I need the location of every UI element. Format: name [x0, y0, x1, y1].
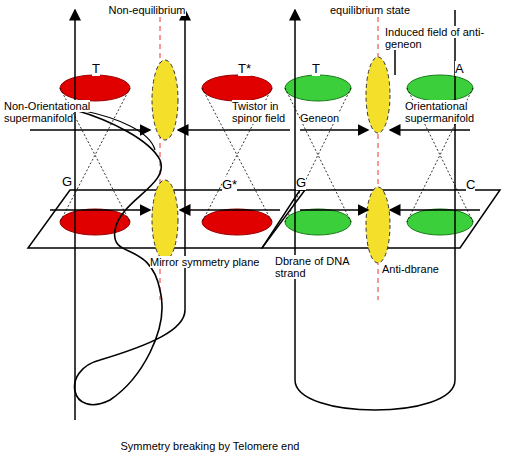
label-text: T — [312, 61, 320, 76]
diagram-label: Induced field of anti-geneon — [385, 26, 505, 50]
label-text: G — [296, 175, 306, 190]
diagram-label: G — [62, 175, 82, 189]
diagram-label: G — [296, 176, 316, 190]
diagram-label: Mirror symmetry plane — [150, 256, 290, 268]
label-text: C — [466, 177, 475, 192]
label-text: T — [92, 61, 100, 76]
label-text: G — [62, 174, 72, 189]
diagram-label: C — [466, 178, 486, 192]
diagram-label: T — [92, 62, 112, 76]
label-text: G* — [222, 177, 237, 192]
diagram-label: Orientational supermanifold — [405, 100, 505, 124]
diagram-label: Geneon — [300, 112, 360, 124]
label-text: Symmetry breaking by Telomere end — [121, 440, 300, 452]
diagram-label: Dbrane of DNA strand — [275, 255, 355, 279]
diagram-label: A — [455, 62, 475, 76]
diagram-label: Symmetry breaking by Telomere end — [110, 440, 310, 452]
diagram-label: Non-Orientational supermanifold — [4, 100, 124, 124]
label-text: Mirror symmetry plane — [150, 256, 259, 268]
label-text: Non-equilibrium — [108, 4, 185, 16]
label-text: Geneon — [300, 112, 339, 124]
diagram-label: T* — [238, 62, 262, 76]
label-text: Induced field of anti-geneon — [385, 26, 484, 50]
diagram-label: Twistor in spinor field — [232, 100, 308, 124]
diagram-label: T — [312, 62, 332, 76]
label-text: Non-Orientational supermanifold — [4, 100, 90, 124]
diagram-label: G* — [222, 178, 246, 192]
label-text: T* — [238, 61, 251, 76]
label-text: Dbrane of DNA strand — [275, 255, 350, 279]
label-text: Anti-dbrane — [382, 263, 439, 275]
diagram-label: Non-equilibrium — [92, 4, 202, 16]
label-text: Twistor in spinor field — [232, 100, 285, 124]
diagram-label: Anti-dbrane — [382, 263, 472, 275]
diagram-label: equilibrium state — [310, 4, 430, 16]
label-text: Orientational supermanifold — [405, 100, 474, 124]
label-text: A — [455, 61, 464, 76]
label-text: equilibrium state — [330, 4, 410, 16]
